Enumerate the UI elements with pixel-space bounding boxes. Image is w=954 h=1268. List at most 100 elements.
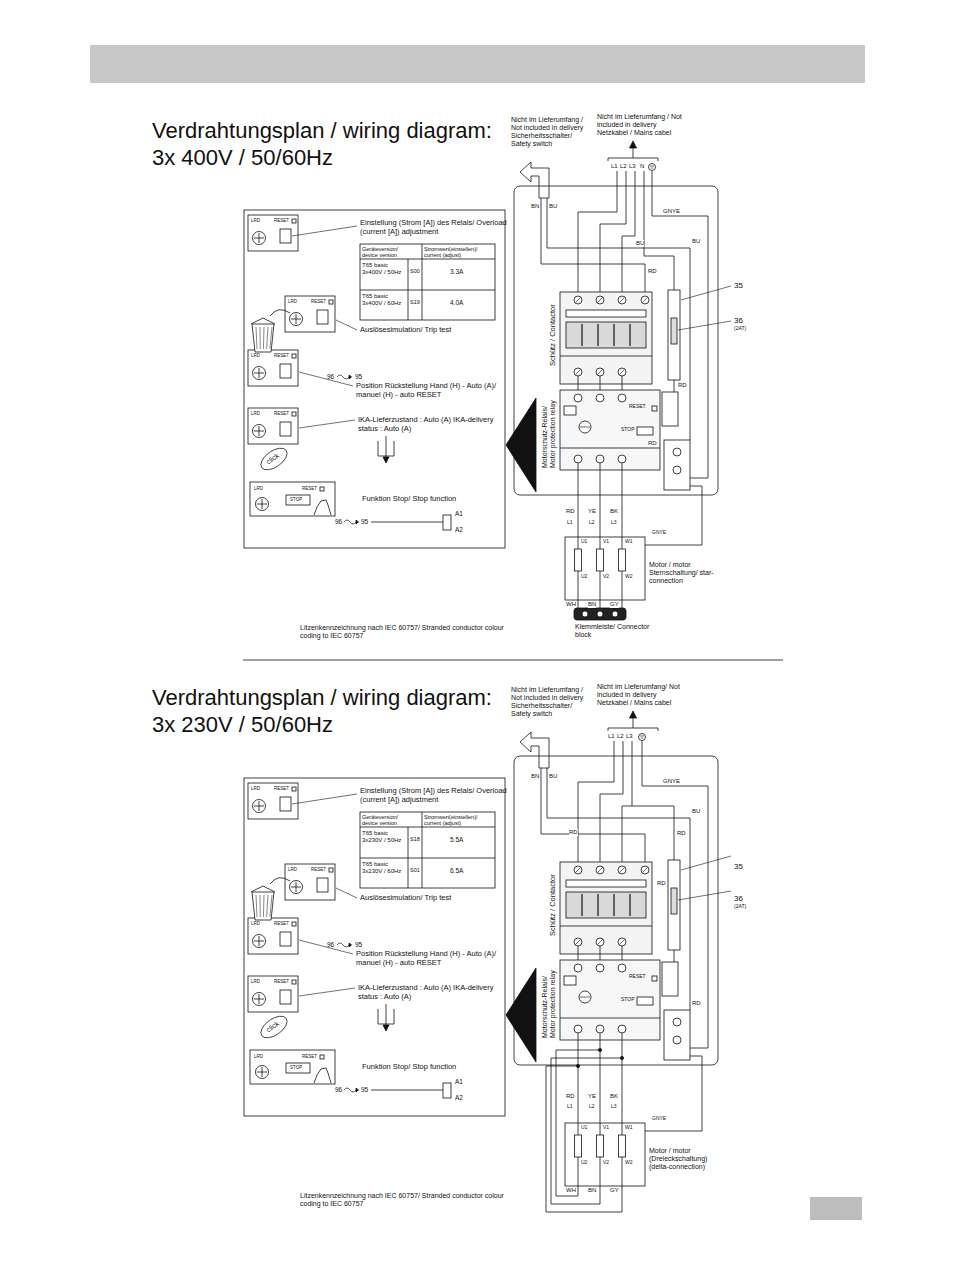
screw-slot	[643, 298, 648, 303]
reset-key	[652, 976, 657, 981]
zoom-pointer	[506, 398, 536, 492]
wire-color-code: WH	[566, 1187, 576, 1194]
test-slider	[280, 932, 291, 946]
stop-button	[286, 495, 310, 505]
wire	[622, 600, 623, 608]
phase-name: L1	[567, 1104, 573, 1110]
dial-slot	[259, 368, 260, 378]
fuse	[671, 888, 677, 914]
dial-slot	[296, 314, 297, 324]
screw-slot	[576, 868, 581, 873]
leader-line	[678, 321, 731, 330]
wire	[622, 1157, 623, 1186]
screw-slot	[598, 940, 603, 945]
table-rule	[360, 827, 495, 828]
wire	[600, 1157, 601, 1186]
bridge-hole	[612, 611, 618, 617]
instruction-text: Einstellung (Strom [A]) des Relais/ Over…	[360, 219, 508, 236]
throw-arrow	[270, 878, 290, 884]
contactor-body	[560, 862, 652, 954]
relay-sketch	[248, 918, 298, 954]
terminal-name: V2	[603, 574, 609, 580]
contact-bar	[613, 324, 614, 346]
housing-rule	[560, 926, 652, 927]
status-arrow	[386, 1004, 387, 1026]
phase-name: L1	[611, 163, 618, 170]
supply-note: Nicht im Lieferumfang / Not included in …	[511, 116, 593, 148]
screw-terminal	[618, 368, 626, 376]
motor-winding	[619, 549, 626, 571]
wire-color-code: RD	[569, 829, 578, 836]
terminal-name: W2	[625, 1160, 633, 1166]
screw-slot	[576, 940, 581, 945]
screw-terminal	[596, 394, 604, 402]
motor-winding	[597, 1135, 604, 1157]
reset-marking: RESET	[274, 411, 289, 416]
wire-color-code: RD	[566, 508, 575, 515]
table-header: Stromwert(einstellen)/ current (adjust)	[424, 814, 494, 826]
wire	[600, 1033, 601, 1041]
wire-color-code: RD	[692, 1000, 701, 1007]
adjust-dial	[290, 313, 303, 326]
fuse-rating: (2AT)	[734, 904, 746, 910]
phase-name: L2	[589, 520, 595, 526]
wire-color-code: GNYE	[652, 1116, 666, 1122]
dial-slot	[259, 936, 260, 946]
contact-arrow	[344, 520, 356, 524]
wire	[578, 1123, 579, 1135]
wire-color-code: RD	[657, 880, 666, 887]
earth-symbol	[649, 164, 656, 171]
contact-bar	[581, 324, 582, 346]
wire	[600, 741, 623, 866]
relay-marking: LRD	[251, 786, 260, 791]
callout-number: 35	[734, 862, 743, 871]
phase-name: L2	[617, 733, 624, 740]
wire-color-code: RD	[648, 268, 657, 275]
cable-end	[608, 158, 658, 161]
colour-code-note: Litzenkennzeichnung nach IEC 60757/ Stra…	[300, 624, 515, 640]
reset-key	[292, 922, 296, 926]
arrow-head	[383, 457, 389, 463]
screw-terminal	[574, 368, 582, 376]
stop-button	[637, 997, 653, 1005]
wire	[600, 571, 601, 600]
phase-name: L1	[567, 520, 573, 526]
table-rule	[408, 259, 409, 320]
table-cell: S00	[410, 268, 420, 274]
leader-line	[678, 891, 731, 900]
bridge-hole	[582, 611, 588, 617]
instruction-text: Auslösesimulation/ Trip test	[360, 894, 460, 903]
wire	[674, 380, 675, 392]
relay-sketch	[248, 215, 298, 251]
screw-terminal	[574, 866, 582, 874]
reset-marking: RESET	[302, 1054, 317, 1059]
wire-color-code: GNYE	[652, 530, 666, 536]
wire	[600, 376, 601, 386]
test-slider	[280, 990, 291, 1004]
relay-window	[564, 976, 576, 985]
wire	[600, 537, 601, 549]
earth-wire	[645, 486, 702, 545]
motor-winding	[575, 549, 582, 571]
dial-slot	[296, 882, 297, 892]
part-name: Motorschutz-Relais/ Motor protection rel…	[541, 392, 557, 468]
motor-outline	[565, 537, 645, 600]
relay-marking: LRD	[251, 411, 260, 416]
wire	[541, 768, 645, 866]
wire-color-code: GNYE	[663, 778, 680, 785]
screw-terminal	[596, 296, 604, 304]
terminal-strip	[566, 310, 646, 317]
contact-number: 96	[327, 941, 334, 949]
reset-key	[292, 412, 296, 416]
adjust-dial	[256, 1066, 269, 1079]
table-cell: S18	[410, 836, 420, 842]
wire-color-code: GY	[610, 601, 619, 608]
contact-number: 95	[361, 1086, 368, 1094]
wire	[622, 537, 623, 549]
reset-marking: RESET	[311, 867, 326, 872]
instruction-text: Funktion Stop/ Stop function	[362, 495, 462, 504]
trash-bin	[252, 892, 274, 920]
trash-hatch	[263, 895, 265, 917]
screw-terminal	[574, 1025, 582, 1033]
connector-block-symbol	[574, 608, 626, 620]
